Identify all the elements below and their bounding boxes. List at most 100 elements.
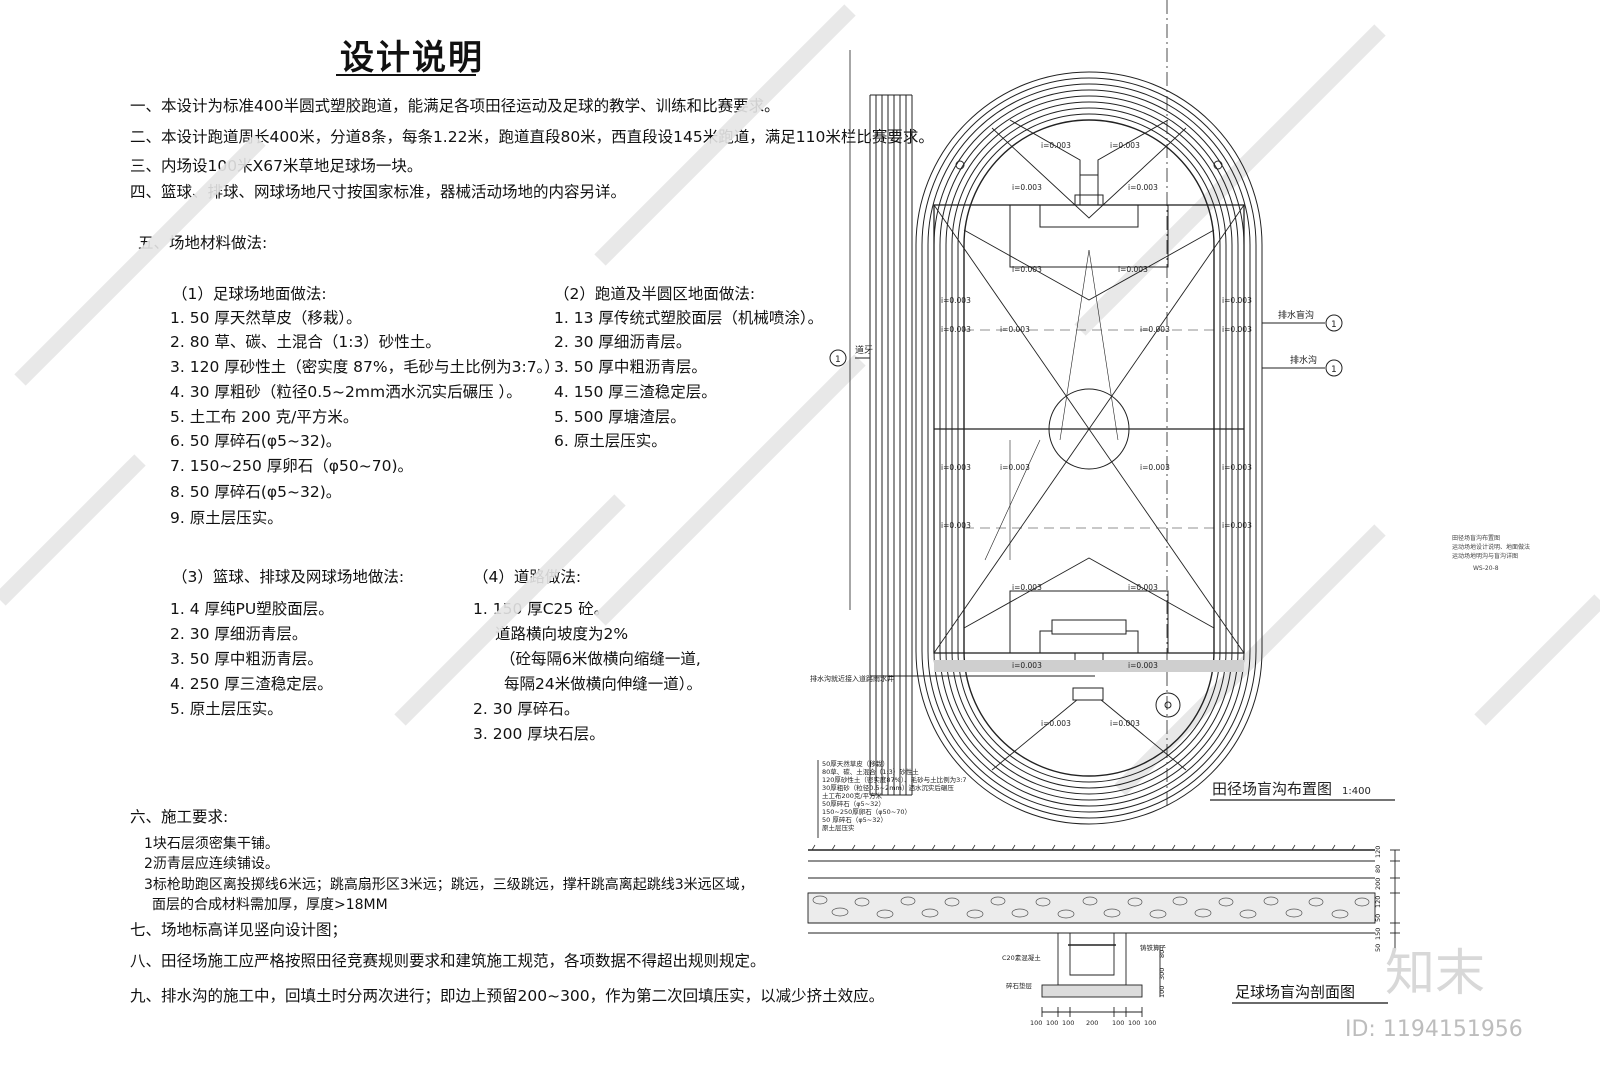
material-1-item: 9. 原土层压实。 <box>170 509 283 527</box>
dim-bottom: 200 <box>1086 1019 1098 1027</box>
material-1-item: 5. 土工布 200 克/平方米。 <box>170 408 359 426</box>
dim-right: 50 <box>1374 944 1382 952</box>
slope-label: i=0.003 <box>1000 463 1030 472</box>
material-1-item: 2. 80 草、碳、土混合（1:3）砂性土。 <box>170 333 441 351</box>
note-9: 九、排水沟的施工中，回填土时分两次进行；即边上预留200~300，作为第二次回填… <box>130 987 885 1005</box>
section-view <box>807 760 1400 1017</box>
slope-label: i=0.003 <box>1140 325 1170 334</box>
slope-label: i=0.003 <box>1118 265 1148 274</box>
slope-label: i=0.003 <box>1128 183 1158 192</box>
page-title: 设计说明 <box>340 38 484 78</box>
stone-layer <box>812 895 1370 919</box>
material-1-item: 4. 30 厚粗砂（粒径0.5~2mm洒水沉实后碾压 ）。 <box>170 383 522 401</box>
slope-label: i=0.003 <box>941 325 971 334</box>
axis-marker: 1 <box>835 355 841 365</box>
axis-marker: 1 <box>1331 365 1337 375</box>
blind-drain-label: 排水盲沟 <box>1278 309 1314 321</box>
track-plan <box>829 0 1343 825</box>
note-7: 七、场地标高详见竖向设计图； <box>130 921 348 939</box>
layer-label: 150~250厚卵石（φ50~70） <box>822 807 911 816</box>
slope-label: i=0.003 <box>1222 463 1252 472</box>
material-3-item: 5. 原土层压实。 <box>170 700 283 718</box>
dim-bottom: 100 <box>1046 1019 1058 1027</box>
slope-label: i=0.003 <box>1128 583 1158 592</box>
drain-connect-label: 排水沟就近接入道路雨水井 <box>810 674 894 683</box>
material-2-item: 2. 30 厚细沥青层。 <box>554 333 692 351</box>
material-4-item: （砼每隔6米做横向缩缝一道, <box>500 650 701 668</box>
layer-label: 土工布200克/平方米 <box>822 791 883 800</box>
dim-right: 150 <box>1374 928 1382 940</box>
material-3-item: 1. 4 厚纯PU塑胶面层。 <box>170 600 334 618</box>
section-6-item: 1块石层须密集干铺。 <box>144 836 279 852</box>
plan-labels: 道牙 排水盲沟 排水沟 排水沟就近接入道路雨水井 1 1 1 田径场盲沟布置图 … <box>810 309 1371 798</box>
dim-right: 200 <box>1374 878 1382 890</box>
slope-label: i=0.003 <box>1110 141 1140 150</box>
layer-label: 120厚砂性土（密实度87%）、毛砂与土比例为3:7 <box>822 775 967 784</box>
slope-label: i=0.003 <box>1012 583 1042 592</box>
slope-label: i=0.003 <box>941 296 971 305</box>
side-note: 田径场盲沟布置图 运动场地设计说明、地面做法 运动场地明沟与盲沟详图 WS-20… <box>1452 534 1530 572</box>
slope-labels: i=0.003 i=0.003 i=0.003 i=0.003 i=0.003 … <box>941 141 1252 728</box>
slope-label: i=0.003 <box>1222 325 1252 334</box>
material-2-item: 1. 13 厚传统式塑胶面层（机械喷涂）。 <box>554 309 824 327</box>
material-2-item: 3. 50 厚中粗沥青层。 <box>554 358 707 376</box>
grass-ticks <box>811 844 1356 851</box>
section-6-title: 六、施工要求: <box>130 808 229 826</box>
drain-label: 排水沟 <box>1290 354 1317 366</box>
slope-label: i=0.003 <box>1222 521 1252 530</box>
material-3-item: 3. 50 厚中粗沥青层。 <box>170 650 323 668</box>
material-2-item: 6. 原土层压实。 <box>554 432 667 450</box>
watermark-brand: 知末 <box>1385 944 1485 1002</box>
slope-label: i=0.003 <box>1140 463 1170 472</box>
side-note-line: 运动场地设计说明、地面做法 <box>1452 543 1530 551</box>
road-curb-label: 道牙 <box>855 344 873 356</box>
dim-right: 80 <box>1374 865 1382 873</box>
grate-label: 铸铁算子 <box>1140 943 1167 952</box>
watermark-id: ID: 1194151956 <box>1345 1017 1523 1042</box>
slope-label: i=0.003 <box>1012 183 1042 192</box>
side-note-line: 运动场地明沟与盲沟详图 <box>1452 552 1518 560</box>
material-3-item: 4. 250 厚三渣稳定层。 <box>170 675 333 693</box>
side-note-line: WS-20-8 <box>1473 565 1499 572</box>
slope-label: i=0.003 <box>941 463 971 472</box>
material-3-title: （3）篮球、排球及网球场地做法: <box>172 568 405 586</box>
watermark-band <box>0 4 1600 796</box>
slope-label: i=0.003 <box>1000 325 1030 334</box>
note-8: 八、田径场施工应严格按照田径竞赛规则要求和建筑施工规范，各项数据不得超出规则规定… <box>130 952 766 970</box>
dim-bottom: 100 <box>1062 1019 1074 1027</box>
plan-caption: 田径场盲沟布置图 <box>1212 780 1332 798</box>
material-4-item: 2. 30 厚碎石。 <box>473 700 580 718</box>
layer-label: 50 厚碎石（φ5~32） <box>822 815 887 824</box>
gravel-label: 碎石垫层 <box>1006 981 1033 990</box>
layer-label: 80草、碳、土混合（1:3）砂性土 <box>822 767 919 776</box>
material-1-item: 3. 120 厚砂性土（密实度 87%，毛砂与土比例为3:7。） <box>170 358 560 376</box>
material-1-item: 7. 150~250 厚卵石（φ50~70)。 <box>170 457 414 475</box>
slope-label: i=0.003 <box>1222 296 1252 305</box>
material-1-item: 8. 50 厚碎石(φ5~32)。 <box>170 483 342 501</box>
slope-label: i=0.003 <box>1110 719 1140 728</box>
material-1-item: 6. 50 厚碎石(φ5~32)。 <box>170 432 342 450</box>
material-2-item: 4. 150 厚三渣稳定层。 <box>554 383 717 401</box>
slope-label: i=0.003 <box>1012 265 1042 274</box>
note-4: 四、篮球、排球、网球场地尺寸按国家标准，器械活动场地的内容另详。 <box>130 183 627 201</box>
material-1-item: 1. 50 厚天然草皮（移栽）。 <box>170 309 362 327</box>
note-1: 一、本设计为标准400半圆式塑胶跑道，能满足各项田径运动及足球的教学、训练和比赛… <box>130 97 780 115</box>
layer-label: 原土层压实 <box>822 823 855 832</box>
dim-bottom: 100 <box>1128 1019 1140 1027</box>
material-3-item: 2. 30 厚细沥青层。 <box>170 625 308 643</box>
slope-label: i=0.003 <box>1041 141 1071 150</box>
slope-label: i=0.003 <box>1012 661 1042 670</box>
dim-side: 80 <box>1158 950 1166 958</box>
slope-label: i=0.003 <box>1041 719 1071 728</box>
section-6-item: 面层的合成材料需加厚，厚度>18MM <box>152 897 388 913</box>
material-1-title: （1）足球场地面做法: <box>172 285 327 303</box>
section-caption: 足球场盲沟剖面图 <box>1235 983 1355 1001</box>
concrete-label: C20素混凝土 <box>1002 953 1041 962</box>
title-underline <box>336 74 476 76</box>
dim-bottom: 100 <box>1144 1019 1156 1027</box>
dim-bottom: 100 <box>1112 1019 1124 1027</box>
dim-right: 120 <box>1374 896 1382 908</box>
dim-side: 300 <box>1158 968 1166 980</box>
material-4-item: 3. 200 厚块石层。 <box>473 725 605 743</box>
